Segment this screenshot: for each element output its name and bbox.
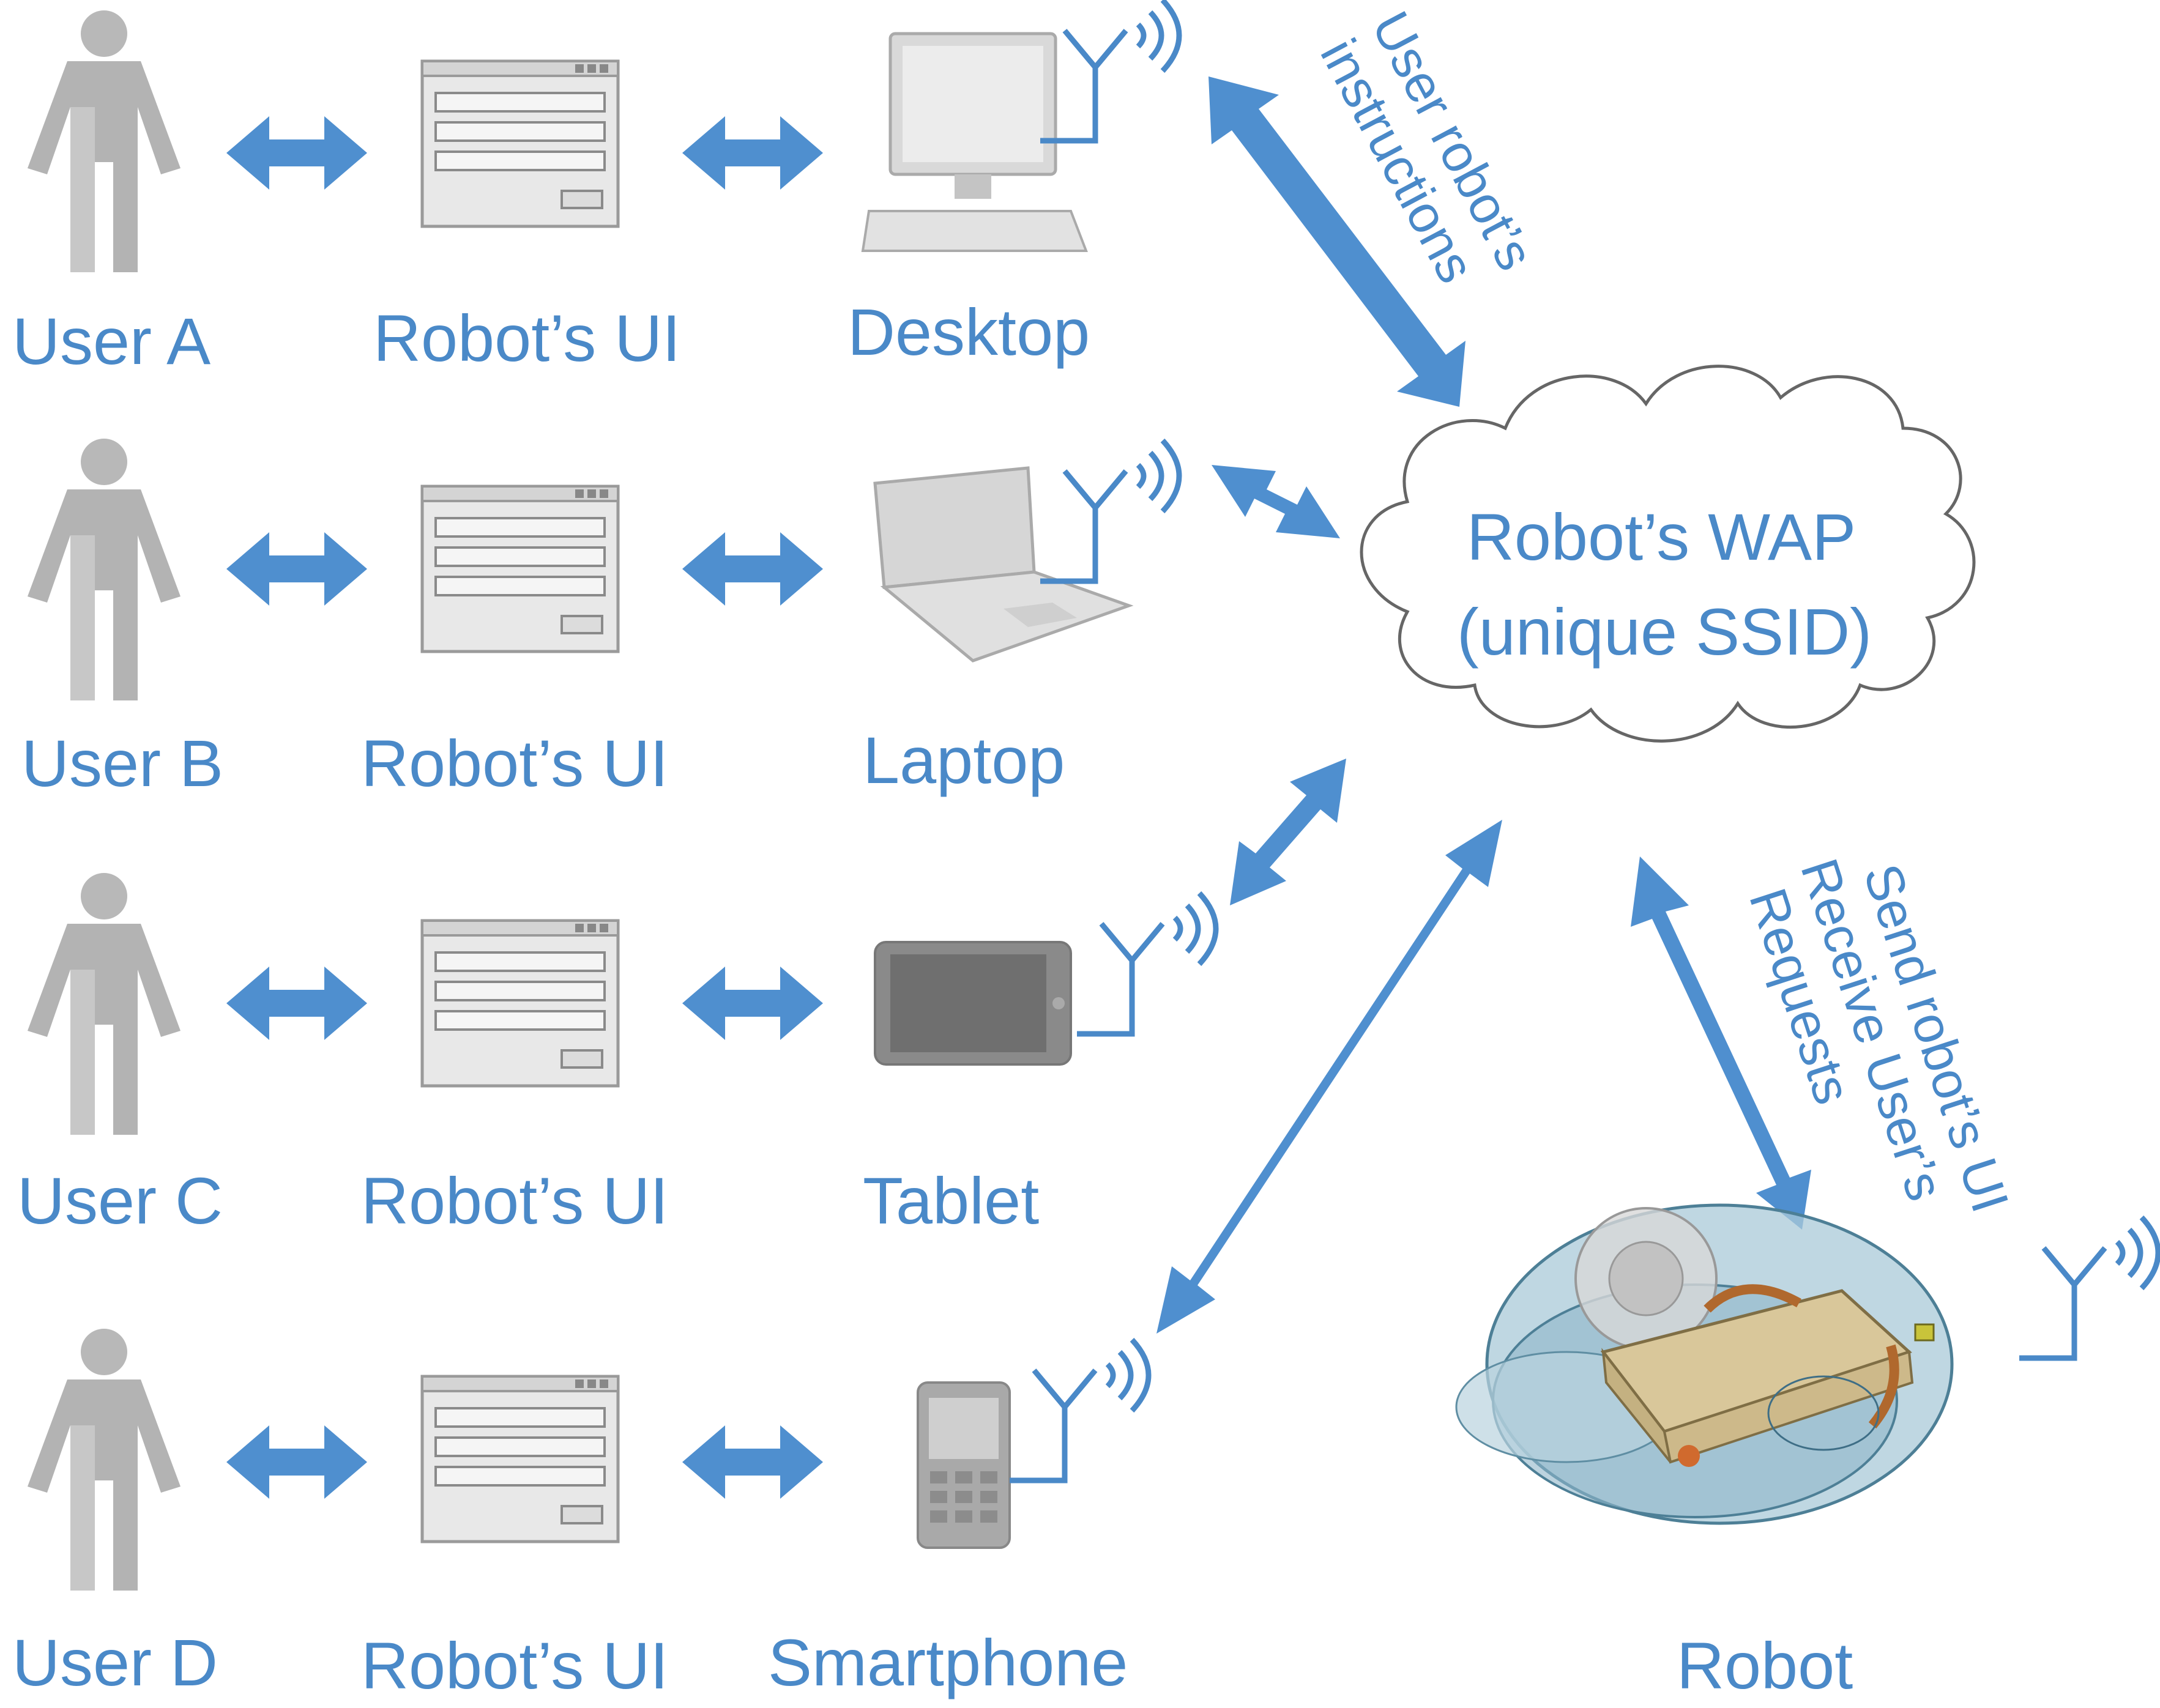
wap-cloud bbox=[1360, 365, 1976, 743]
user-ui-arrow-a bbox=[226, 116, 367, 190]
ui-device-arrow-c bbox=[682, 967, 823, 1040]
robot-label: Robot bbox=[1677, 1628, 1853, 1702]
laptop-label: Laptop bbox=[863, 723, 1065, 797]
user-ui-arrow-b bbox=[226, 532, 367, 606]
antenna-icon-desktop bbox=[1040, 0, 1179, 141]
user-d-label: User D bbox=[12, 1625, 218, 1699]
laptop-icon bbox=[873, 466, 1134, 663]
cloud-subtitle: (unique SSID) bbox=[1457, 595, 1872, 669]
antenna-icon-smartphone bbox=[1010, 1340, 1149, 1480]
user-b-figure bbox=[28, 439, 181, 700]
user-a-figure bbox=[28, 10, 181, 272]
antenna-icon-laptop bbox=[1040, 440, 1179, 581]
robot-ui-window-a bbox=[422, 61, 618, 226]
robot-ui-label-b: Robot’s UI bbox=[361, 726, 668, 800]
robot-ui-label-a: Robot’s UI bbox=[373, 301, 680, 375]
network-arrow-laptop bbox=[1212, 465, 1340, 538]
user-a-label: User A bbox=[12, 304, 210, 378]
user-c-label: User C bbox=[17, 1164, 223, 1238]
robot-ui-label-c: Robot’s UI bbox=[361, 1164, 668, 1238]
robot-illustration bbox=[1455, 1203, 1954, 1525]
user-d-figure bbox=[28, 1329, 181, 1591]
smartphone-icon bbox=[917, 1381, 1011, 1549]
network-arrow-tablet bbox=[1230, 759, 1346, 905]
ui-device-arrow-d bbox=[682, 1425, 823, 1499]
ui-device-arrow-a bbox=[682, 116, 823, 190]
robot-ui-label-d: Robot’s UI bbox=[361, 1628, 668, 1702]
smartphone-label: Smartphone bbox=[768, 1625, 1128, 1699]
robot-ui-window-b bbox=[422, 486, 618, 652]
antenna-icon-tablet bbox=[1077, 893, 1216, 1034]
network-arrow-robot bbox=[1631, 856, 1811, 1230]
network-arrow-smartphone bbox=[1156, 820, 1502, 1334]
user-c-figure bbox=[28, 873, 181, 1135]
user-ui-arrow-c bbox=[226, 967, 367, 1040]
robot-ui-window-d bbox=[422, 1376, 618, 1542]
ui-device-arrow-b bbox=[682, 532, 823, 606]
antenna-icon-robot bbox=[2019, 1217, 2158, 1358]
robot-ui-window-c bbox=[422, 921, 618, 1086]
user-b-label: User B bbox=[21, 726, 223, 800]
network-arrow-desktop bbox=[1208, 76, 1465, 407]
cloud-title: Robot’s WAP bbox=[1467, 500, 1856, 574]
tablet-icon bbox=[874, 941, 1072, 1066]
desktop-label: Desktop bbox=[847, 295, 1090, 369]
user-ui-arrow-d bbox=[226, 1425, 367, 1499]
desktop-icon bbox=[861, 32, 1088, 252]
tablet-label: Tablet bbox=[863, 1164, 1039, 1238]
